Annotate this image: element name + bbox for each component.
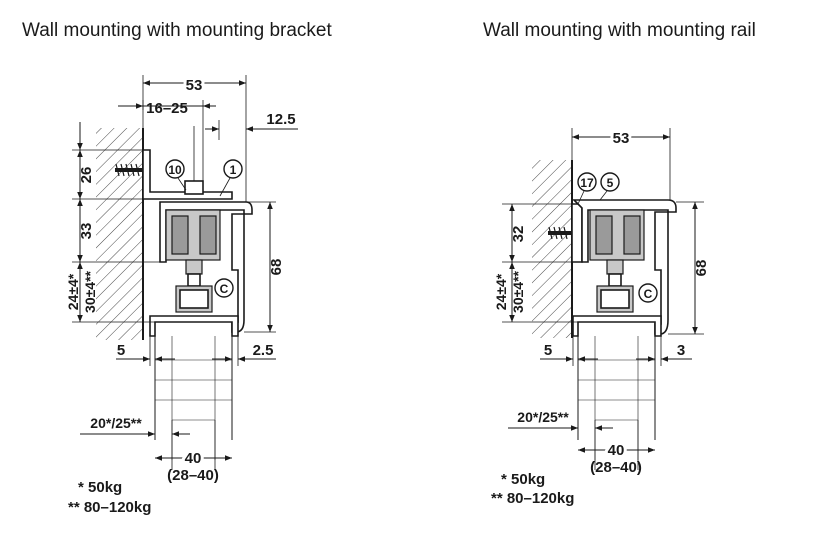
left-dim-16-25: 16–25 (146, 100, 188, 117)
left-track-front (231, 213, 245, 333)
right-track-top (572, 199, 677, 263)
right-dim-3: 3 (677, 342, 685, 359)
callout-label: C (220, 282, 229, 296)
left-roller (199, 215, 217, 255)
left-callout-c: C (214, 278, 234, 298)
right-dim-20-25: 20*/25** (517, 409, 569, 425)
left-bolt-head (184, 180, 204, 195)
left-dim-2-5: 2.5 (253, 342, 274, 359)
right-roller (623, 215, 641, 255)
left-dim-53: 53 (186, 77, 203, 94)
right-diagram: 17 5 C 53 32 24±4* (491, 127, 710, 507)
left-dim-68: 68 (268, 259, 285, 276)
left-diagram: 10 1 C 53 16–25 (65, 74, 298, 516)
left-dim-24-4: 24±4* (65, 273, 81, 310)
callout-label: C (644, 287, 653, 301)
left-dim-20-25: 20*/25** (90, 415, 142, 431)
right-mounting-rail (571, 203, 583, 263)
right-dim-68: 68 (693, 260, 710, 277)
right-note-80-120kg: ** 80–120kg (491, 490, 574, 507)
left-dim-40: 40 (185, 450, 202, 467)
right-dim-30-4: 30±4** (510, 270, 526, 312)
right-door-panel (572, 315, 662, 460)
right-roller (595, 215, 613, 255)
right-hanger-nut (608, 273, 622, 287)
left-roller (171, 215, 189, 255)
right-dim-32: 32 (510, 226, 527, 243)
callout-label: 5 (607, 176, 614, 190)
right-dim-28-40: (28–40) (590, 459, 642, 476)
left-dim-33: 33 (78, 223, 95, 240)
left-callout-1: 1 (219, 159, 243, 197)
right-carriage-stem (606, 259, 624, 275)
left-wall-hatch (96, 128, 143, 340)
right-note-50kg: * 50kg (501, 471, 545, 488)
left-diagram-title: Wall mounting with mounting bracket (22, 20, 332, 41)
left-dim-5: 5 (117, 342, 125, 359)
right-callout-5: 5 (599, 172, 620, 201)
right-wall-hatch (532, 160, 572, 338)
left-note-80-120kg: ** 80–120kg (68, 499, 151, 516)
right-dim-40: 40 (608, 442, 625, 459)
left-door-panel (149, 315, 239, 460)
callout-label: 1 (230, 163, 237, 177)
callout-label: 17 (580, 176, 594, 190)
right-dim-53: 53 (613, 130, 630, 147)
left-carriage-stem (185, 259, 203, 275)
left-callout-10: 10 (165, 159, 187, 191)
left-clamp-inner (179, 289, 209, 309)
left-dim-28-40: (28–40) (167, 467, 219, 484)
right-callout-17: 17 (577, 172, 597, 205)
callout-label: 10 (168, 163, 182, 177)
right-diagram-title: Wall mounting with mounting rail (483, 20, 756, 41)
left-hanger-nut (187, 273, 201, 287)
left-dim-30-4: 30±4** (82, 270, 98, 312)
right-dim-24-4: 24±4* (493, 273, 509, 310)
right-dim-5: 5 (544, 342, 552, 359)
left-note-50kg: * 50kg (78, 479, 122, 496)
right-clamp-inner (600, 289, 630, 309)
left-dim-26: 26 (78, 167, 95, 184)
left-dim-12-5: 12.5 (266, 111, 295, 128)
right-callout-c: C (638, 283, 658, 303)
